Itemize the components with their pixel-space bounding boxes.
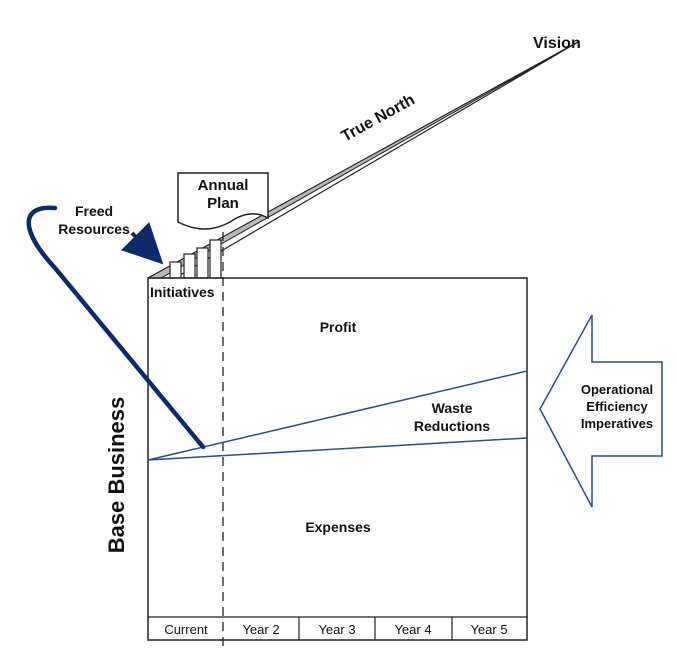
opex-label-3: Imperatives — [581, 416, 653, 431]
base-business-box — [147, 277, 528, 641]
freed-label-2: Resources — [58, 221, 130, 237]
initiatives-label: Initiatives — [150, 284, 215, 300]
timeline-year-4: Year 4 — [394, 622, 431, 637]
annual-plan-label-1: Annual — [198, 177, 249, 194]
profit-boundary-line — [147, 370, 528, 461]
expense-boundary-line — [147, 437, 528, 461]
waste-label-1: Waste — [432, 400, 473, 416]
opex-label-2: Efficiency — [586, 399, 648, 414]
operational-efficiency-arrow — [539, 314, 663, 508]
freed-label-1: Freed — [75, 203, 113, 219]
timeline-year-3: Year 3 — [318, 622, 355, 637]
opex-label-1: Operational — [581, 382, 653, 397]
vision-label: Vision — [533, 35, 581, 52]
profit-label: Profit — [320, 319, 357, 335]
annual-plan-label-2: Plan — [207, 195, 239, 212]
base-business-label: Base Business — [104, 397, 129, 554]
freed-resources-arrow — [120, 221, 164, 265]
timeline-current: Current — [164, 622, 208, 637]
timeline-year-5: Year 5 — [470, 622, 507, 637]
initiative-bars — [169, 239, 222, 279]
expenses-label: Expenses — [305, 519, 371, 535]
timeline-year-2: Year 2 — [242, 622, 279, 637]
freed-resources-curve — [26, 205, 206, 450]
annual-plan-document — [177, 172, 269, 230]
waste-label-2: Reductions — [414, 418, 490, 434]
